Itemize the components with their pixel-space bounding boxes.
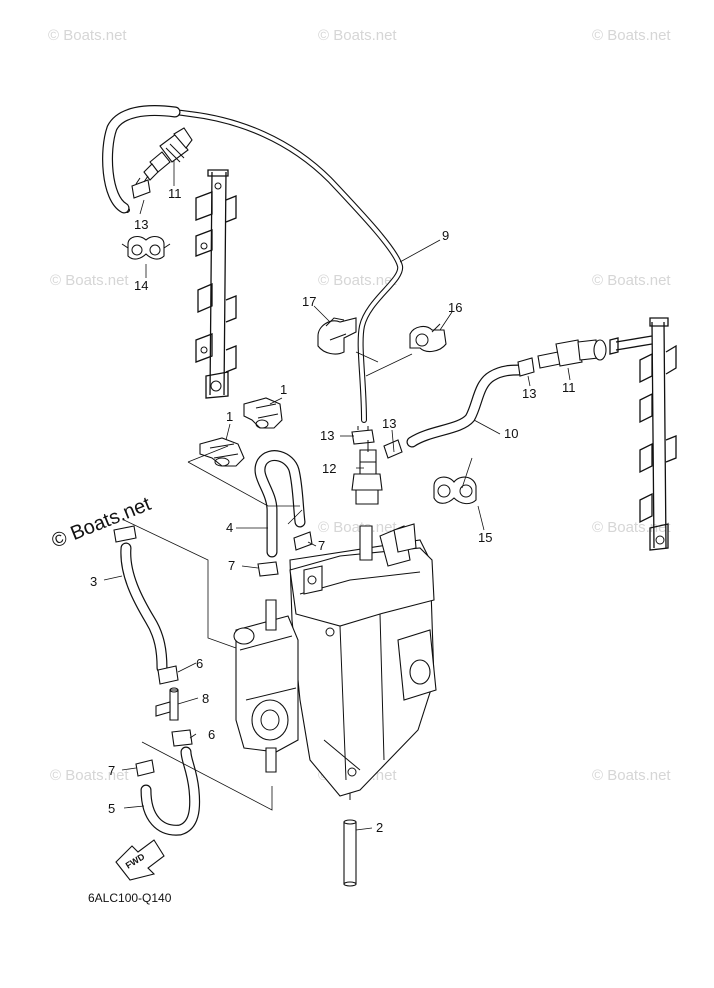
- callout-9: 9: [442, 228, 449, 243]
- callout-15: 15: [478, 530, 492, 545]
- fuel-rail-right: [609, 317, 677, 551]
- clip-7-lower: [135, 759, 155, 777]
- callout-13: 13: [522, 386, 536, 401]
- callout-labels: 1 1 2 3 4 5 6 6 7 7 7 8 9 10 11 11 12 13…: [90, 186, 576, 835]
- quick-connector-11-upper: [143, 127, 193, 181]
- diagram-code: 6ALC100-Q140: [88, 891, 172, 905]
- clip-7-mid: [257, 561, 279, 577]
- watermark: © Boats.net: [318, 519, 397, 536]
- clamp-1-upper: [243, 397, 283, 429]
- watermark-large: © Boats.net: [49, 493, 155, 553]
- callout-4: 4: [226, 520, 233, 535]
- watermark: © Boats.net: [592, 767, 671, 784]
- vapor-separator-body: [233, 523, 437, 797]
- clamp-15: [433, 476, 477, 505]
- callout-11: 11: [168, 186, 182, 201]
- watermark: © Boats.net: [318, 272, 397, 289]
- callout-1: 1: [280, 382, 287, 397]
- hose-9: [102, 105, 404, 423]
- callout-14: 14: [134, 278, 148, 293]
- callout-5: 5: [108, 801, 115, 816]
- callout-1: 1: [226, 409, 233, 424]
- clip-13-right: [517, 357, 535, 377]
- watermark: © Boats.net: [48, 27, 127, 44]
- callout-13: 13: [320, 428, 334, 443]
- hose-4: [254, 450, 306, 558]
- hose-10: [406, 364, 526, 448]
- callout-16: 16: [448, 300, 462, 315]
- clamp-14: [121, 235, 171, 260]
- callout-17: 17: [302, 294, 316, 309]
- pipe-2: [343, 780, 357, 887]
- fuel-rail-left: [195, 169, 237, 399]
- callout-13: 13: [134, 217, 148, 232]
- watermark: © Boats.net: [50, 272, 129, 289]
- hose-3: [113, 525, 168, 674]
- callout-7: 7: [228, 558, 235, 573]
- callout-7: 7: [108, 763, 115, 778]
- fwd-arrow: FWD: [115, 839, 165, 881]
- assembly-lines: [123, 351, 473, 811]
- clip-7-upper: [293, 531, 313, 551]
- joint-8: [155, 687, 179, 721]
- clamp-16: [409, 323, 447, 353]
- callout-11: 11: [562, 380, 576, 395]
- clip-13-center: [351, 426, 375, 445]
- hose-5: [140, 746, 201, 836]
- watermark: © Boats.net: [318, 27, 397, 44]
- quick-connector-11-right: [537, 339, 607, 369]
- clip-6-lower: [171, 729, 193, 747]
- clamp-1-lower: [199, 437, 245, 467]
- clip-13-upper: [131, 175, 151, 199]
- clip-6-upper: [157, 665, 179, 685]
- callout-13: 13: [382, 416, 396, 431]
- watermark: © Boats.net: [592, 272, 671, 289]
- callout-8: 8: [202, 691, 209, 706]
- callout-3: 3: [90, 574, 97, 589]
- callout-2: 2: [376, 820, 383, 835]
- clamp-17: [317, 317, 357, 355]
- callout-6: 6: [208, 727, 215, 742]
- callout-7: 7: [318, 538, 325, 553]
- watermark: © Boats.net: [50, 767, 129, 784]
- watermark: © Boats.net: [592, 27, 671, 44]
- callout-6: 6: [196, 656, 203, 671]
- connector-12: [351, 440, 383, 505]
- leader-lines: [103, 160, 571, 831]
- callout-12: 12: [322, 461, 336, 476]
- watermark: © Boats.net: [592, 519, 671, 536]
- callout-10: 10: [504, 426, 518, 441]
